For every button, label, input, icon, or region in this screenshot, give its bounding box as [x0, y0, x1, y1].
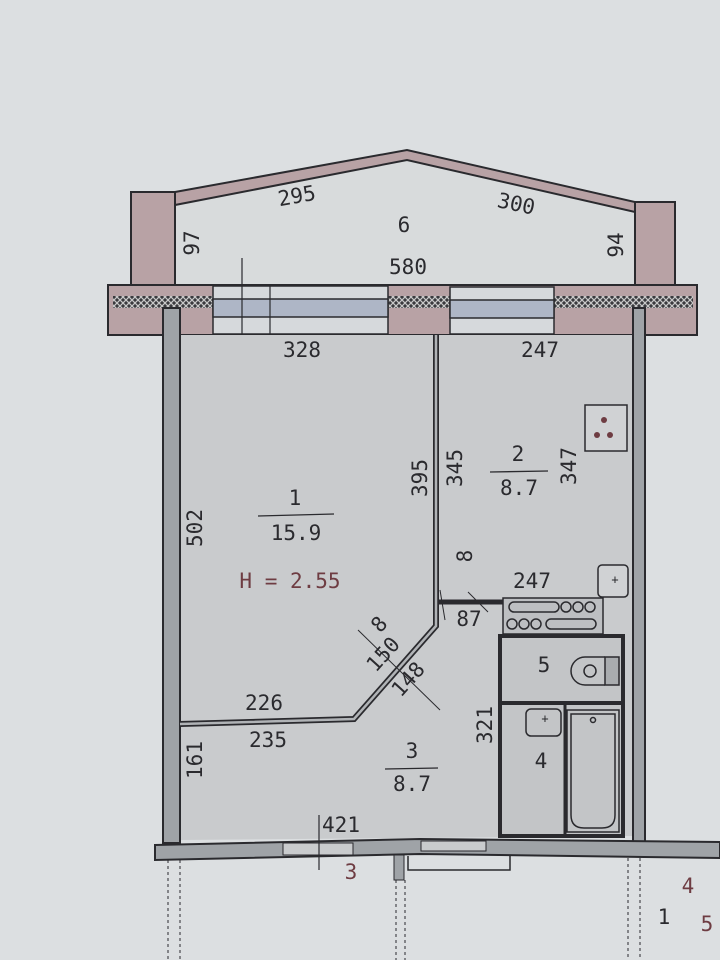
room2-dim-left: 345 — [443, 449, 467, 487]
room3-dim-bottom: 421 — [322, 813, 360, 837]
room3-dim-right: 321 — [473, 706, 497, 744]
room3-area: 8.7 — [393, 772, 431, 796]
neighbor-room-label: 3 — [345, 860, 358, 884]
room2-dim-bottom: 247 — [513, 569, 551, 593]
window-left — [212, 285, 389, 335]
toilet-icon — [570, 656, 620, 686]
svg-text:+: + — [611, 573, 618, 587]
balcony-right-wall — [634, 201, 676, 293]
room1-dim-right: 395 — [408, 459, 432, 497]
balcony-dim-right: 94 — [604, 232, 628, 257]
room3-dim-left: 161 — [183, 741, 207, 779]
neighbor-label-a: 4 — [682, 874, 695, 898]
balcony-floor — [175, 158, 635, 290]
balcony-number: 6 — [398, 213, 411, 237]
room1-area: 15.9 — [271, 521, 322, 545]
washbasin-icon: + — [525, 708, 562, 737]
room5-number: 5 — [538, 653, 551, 677]
bathtub-icon — [566, 709, 620, 833]
wall-insulation — [113, 296, 693, 308]
balcony-dim-left: 97 — [180, 230, 204, 255]
room4-number: 4 — [535, 749, 548, 773]
balcony-dim-width: 580 — [389, 255, 427, 279]
room3-dim-top: 235 — [249, 728, 287, 752]
kitchen-sink-icon: + — [597, 564, 629, 598]
kitchen-counter — [502, 597, 604, 635]
ceiling-height: H = 2.55 — [239, 569, 340, 593]
exterior-wall-top — [107, 284, 698, 336]
exterior-wall-right — [632, 307, 646, 844]
neighbor-label-b: 1 — [658, 905, 671, 929]
bathroom-block — [498, 634, 625, 838]
svg-text:+: + — [541, 712, 548, 726]
room2-dim-right: 347 — [557, 447, 581, 485]
room2-dim-door: 87 — [456, 607, 481, 631]
exterior-wall-left — [162, 307, 181, 844]
room2-number: 2 — [512, 442, 525, 466]
window-right — [449, 286, 555, 335]
neighbor-label-c: 5 — [701, 912, 714, 936]
room1-dim-bottom: 226 — [245, 691, 283, 715]
room3-number: 3 — [406, 739, 419, 763]
room2-area: 8.7 — [500, 476, 538, 500]
balcony-left-wall — [130, 191, 176, 293]
room1-dim-top: 328 — [283, 338, 321, 362]
room2-dim-top: 247 — [521, 338, 559, 362]
room1-number: 1 — [289, 486, 302, 510]
stove-icon — [584, 404, 628, 452]
room1-dim-left: 502 — [183, 509, 207, 547]
room2-dim-small: 8 — [453, 550, 477, 563]
